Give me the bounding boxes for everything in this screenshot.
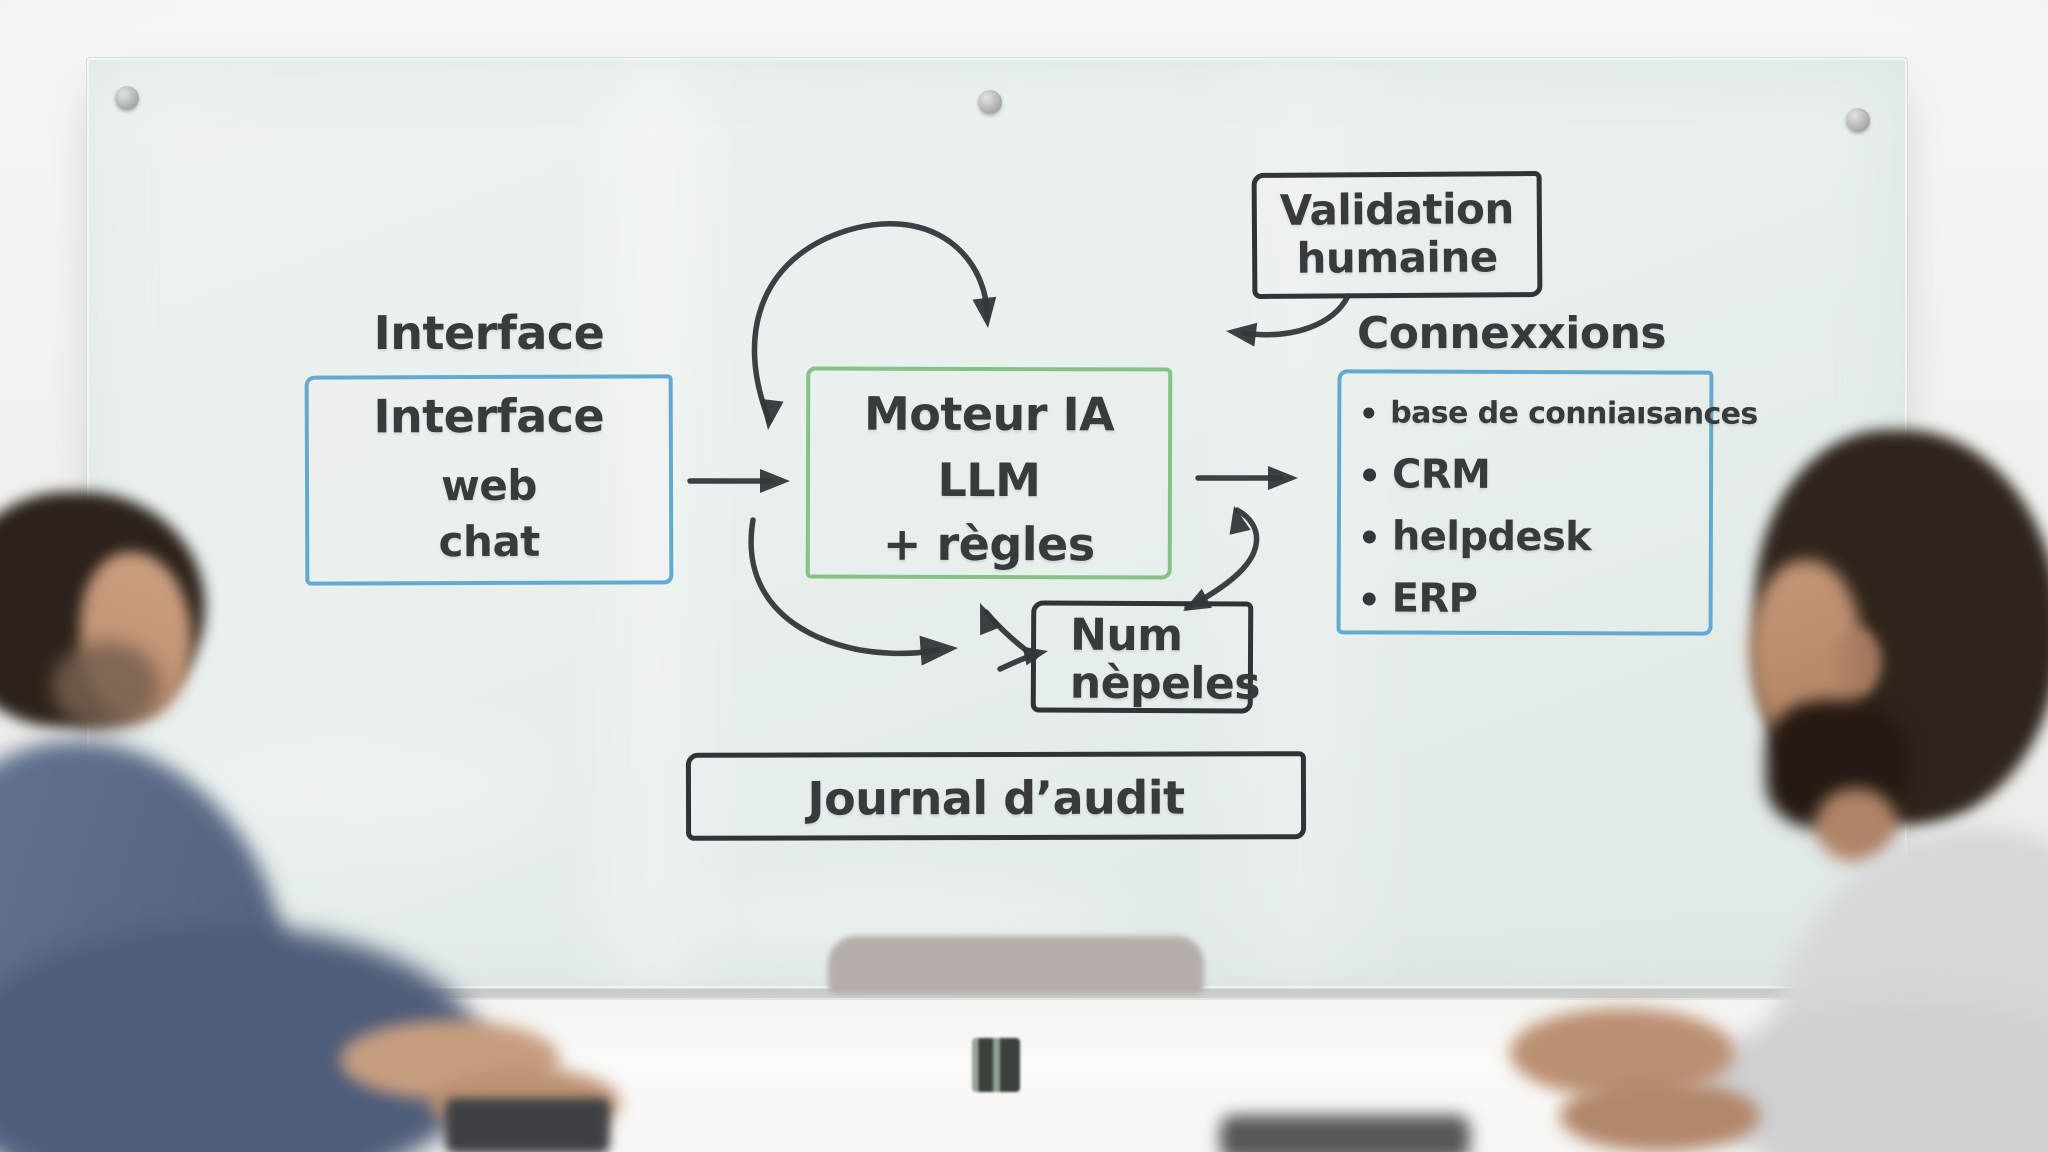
board-screw xyxy=(115,86,139,110)
glass-reflection-blob xyxy=(180,720,540,850)
board-screw xyxy=(1846,108,1870,132)
human-validation-line: humaine xyxy=(1296,232,1498,283)
connection-item-label: ERP xyxy=(1391,575,1478,622)
interface-box: Interface web chat xyxy=(304,374,674,586)
ai-engine-box-line: LLM xyxy=(937,452,1041,508)
human-validation-line: Validation xyxy=(1279,184,1514,235)
connection-item-label: base de conniaısances xyxy=(1390,395,1758,432)
interface-box-title: Interface xyxy=(373,388,605,444)
num-box-line: Num xyxy=(1069,609,1183,662)
connection-item: base de conniaısances xyxy=(1363,395,1758,432)
bullet-icon xyxy=(1362,529,1376,543)
audit-log-box: Journal d’audit xyxy=(685,751,1307,841)
connections-box: base de conniaısances CRM helpdesk ERP xyxy=(1336,369,1758,636)
num-box: Num nèpeles xyxy=(1030,600,1260,714)
audit-log-label: Journal d’audit xyxy=(807,770,1185,826)
ai-engine-box: Moteur IA LLM + règles xyxy=(805,366,1173,580)
human-validation-box: Validation humaine xyxy=(1251,170,1543,300)
connections-heading: Connexxions xyxy=(1357,308,1667,359)
person-right-neck xyxy=(1815,788,1897,862)
person-left-beard-shadow xyxy=(52,642,160,730)
ai-engine-box-line: + règles xyxy=(882,516,1095,572)
ai-engine-box-line: Moteur IA xyxy=(863,386,1115,442)
glass-whiteboard xyxy=(86,57,1908,989)
interface-heading: Interface xyxy=(373,306,605,360)
person-right-hand xyxy=(1560,1080,1760,1152)
bullet-icon xyxy=(1362,591,1376,605)
bullet-icon xyxy=(1363,407,1375,419)
interface-box-line: chat xyxy=(438,516,540,567)
chair-back xyxy=(828,936,1204,994)
board-screw xyxy=(978,90,1002,114)
connection-item-label: helpdesk xyxy=(1391,513,1592,561)
phone-on-table xyxy=(972,1038,1020,1092)
interface-box-line: web xyxy=(440,460,538,511)
bullet-icon xyxy=(1363,467,1377,481)
connection-item: CRM xyxy=(1363,451,1703,498)
num-box-line: nèpeles xyxy=(1069,657,1261,710)
connection-item: ERP xyxy=(1362,575,1703,622)
object-near-left-hands xyxy=(445,1098,610,1152)
dark-object-on-table xyxy=(1220,1115,1470,1152)
connection-item: helpdesk xyxy=(1362,513,1703,561)
connection-item-label: CRM xyxy=(1392,451,1491,498)
person-right-ear xyxy=(1836,628,1882,696)
